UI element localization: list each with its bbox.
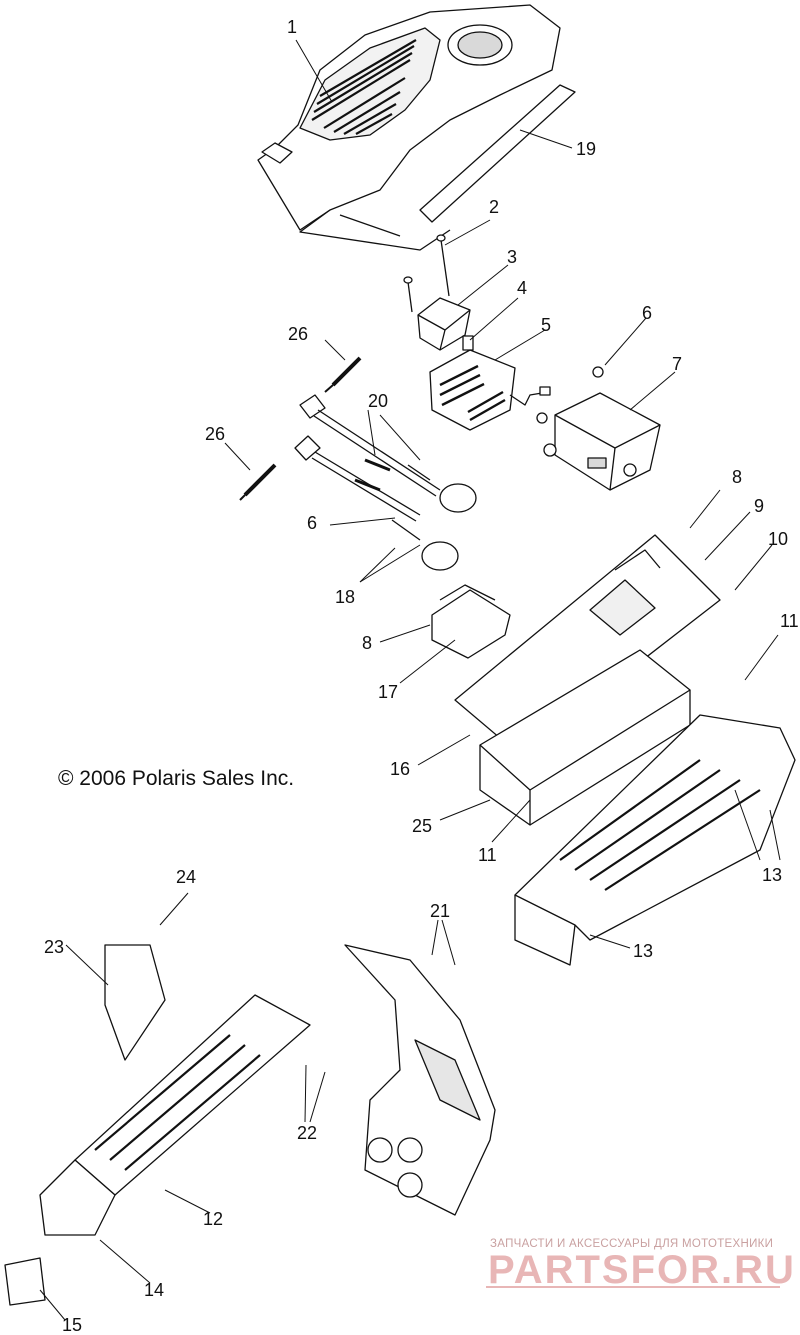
part-5-regulator [429,349,551,431]
callout-7: 7 [672,354,683,374]
part-26-spark-plug-b [239,463,277,501]
callout-5: 5 [541,315,552,335]
part-17-bracket [431,584,511,659]
callout-24: 24 [176,867,197,887]
callout-20: 20 [368,391,389,411]
part-26-spark-plug-a [324,356,362,393]
part-3-relay [417,297,471,351]
part-25-battery-box [479,649,691,826]
callout-26-bottom: 26 [205,424,226,444]
watermark-tagline: ЗАПЧАСТИ И АКСЕССУАРЫ ДЛЯ МОТОТЕХНИКИ [490,1238,774,1250]
callout-18: 18 [335,587,356,607]
callout-9: 9 [754,496,765,516]
part-7-control-module [543,392,661,491]
leader-lines [39,39,781,1321]
part-rear-heat-shield [514,714,796,966]
part-2-bolt-b [403,276,413,313]
callout-1: 1 [287,17,298,37]
part-4-spacer [462,335,474,351]
callout-22: 22 [297,1123,318,1143]
callout-16: 16 [390,759,411,779]
callout-19: 19 [576,139,597,159]
callout-3: 3 [507,247,518,267]
callout-25: 25 [412,816,433,836]
callout-26-top: 26 [288,324,309,344]
callout-8-right: 8 [732,467,743,487]
part-2-bolt [436,234,450,297]
part-20-plug-wire [294,394,441,522]
callout-21: 21 [430,901,451,921]
part-23-bracket [104,944,166,1061]
callout-15: 15 [62,1315,83,1335]
callout-17: 17 [378,682,399,702]
part-19-trim-strip [419,84,576,223]
callout-8-left: 8 [362,633,373,653]
part-15-plate [4,1257,46,1306]
callout-13-right: 13 [762,865,783,885]
watermark-brand: PARTSFOR.RU [488,1248,796,1292]
part-front-heat-shield [344,944,496,1216]
copyright-notice: © 2006 Polaris Sales Inc. [58,767,295,790]
part-12-skid-plate [39,994,311,1236]
callout-12: 12 [203,1209,224,1229]
callout-6-top: 6 [642,303,653,323]
callout-11-right: 11 [780,611,799,631]
part-6-nut [536,366,604,424]
callout-2: 2 [489,197,500,217]
callout-4: 4 [517,278,528,298]
callout-13-bottom: 13 [633,941,654,961]
part-1-cover [257,4,561,251]
callout-14: 14 [144,1280,165,1300]
callout-10: 10 [768,529,789,549]
callout-6-mid: 6 [307,513,318,533]
callout-23: 23 [44,937,65,957]
part-18-ignition-coil [391,464,477,571]
callout-11-bottom: 11 [478,845,497,865]
